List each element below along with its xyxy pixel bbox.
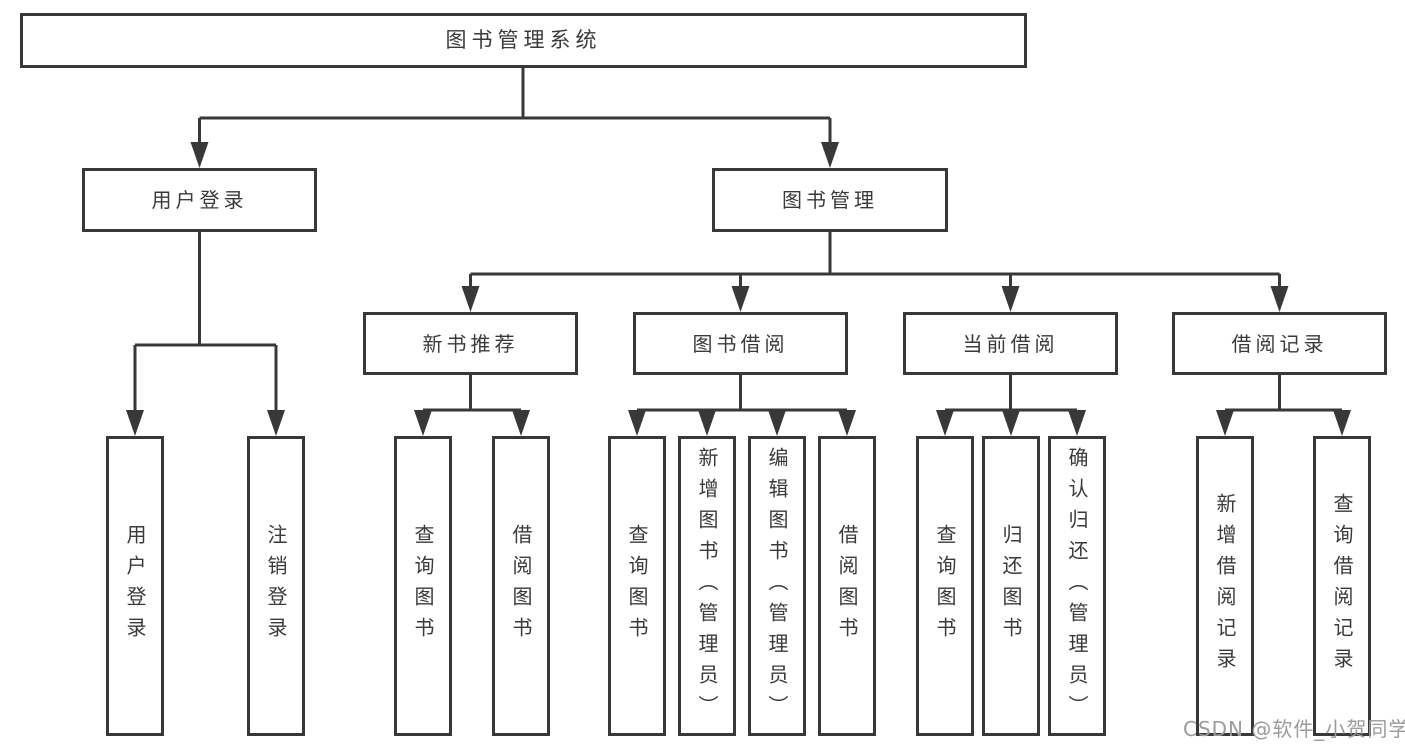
node-label: 查询图书 bbox=[411, 524, 435, 648]
leaf-logout: 注销登录 bbox=[247, 436, 305, 736]
node-label: 借阅图书 bbox=[835, 524, 859, 648]
node-label: 借阅记录 bbox=[1231, 331, 1328, 356]
connector-arrowheads bbox=[126, 142, 1351, 436]
node-library-management-system: 图书管理系统 bbox=[20, 13, 1027, 68]
node-label: 确认归还（管理员） bbox=[1065, 446, 1089, 726]
node-label: 用户登录 bbox=[123, 524, 147, 648]
node-label: 图书管理 bbox=[782, 188, 878, 212]
node-label: 图书借阅 bbox=[692, 331, 789, 356]
leaf-query-books-current: 查询图书 bbox=[916, 436, 974, 736]
node-label: 新书推荐 bbox=[422, 331, 519, 356]
leaf-confirm-return-admin: 确认归还（管理员） bbox=[1048, 436, 1106, 736]
node-label: 新增借阅记录 bbox=[1213, 493, 1237, 679]
leaf-add-book-admin: 新增图书（管理员） bbox=[678, 436, 736, 736]
node-label: 查询图书 bbox=[625, 524, 649, 648]
node-book-management: 图书管理 bbox=[712, 168, 948, 232]
node-label: 用户登录 bbox=[151, 188, 248, 212]
leaf-borrow-books-borrowing: 借阅图书 bbox=[818, 436, 876, 736]
node-label: 注销登录 bbox=[264, 524, 288, 648]
node-label: 借阅图书 bbox=[509, 524, 533, 648]
node-label: 图书管理系统 bbox=[445, 28, 602, 52]
leaf-query-borrow-record: 查询借阅记录 bbox=[1313, 436, 1371, 736]
node-label: 归还图书 bbox=[999, 524, 1023, 648]
leaf-return-book: 归还图书 bbox=[982, 436, 1040, 736]
node-current-borrowing: 当前借阅 bbox=[903, 312, 1118, 375]
node-new-book-recommendation: 新书推荐 bbox=[363, 312, 578, 375]
node-label: 编辑图书（管理员） bbox=[765, 446, 789, 726]
leaf-edit-book-admin: 编辑图书（管理员） bbox=[748, 436, 806, 736]
node-user-login: 用户登录 bbox=[82, 168, 317, 232]
node-book-borrowing: 图书借阅 bbox=[633, 312, 848, 375]
leaf-add-borrow-record: 新增借阅记录 bbox=[1196, 436, 1254, 736]
leaf-borrow-books-recommend: 借阅图书 bbox=[492, 436, 550, 736]
node-label: 当前借阅 bbox=[962, 331, 1059, 356]
leaf-user-login: 用户登录 bbox=[106, 436, 164, 736]
leaf-query-books-recommend: 查询图书 bbox=[394, 436, 452, 736]
node-label: 查询图书 bbox=[933, 524, 957, 648]
node-label: 新增图书（管理员） bbox=[695, 446, 719, 726]
connector-lines bbox=[133, 68, 1344, 420]
node-label: 查询借阅记录 bbox=[1330, 493, 1354, 679]
node-borrowing-records: 借阅记录 bbox=[1172, 312, 1387, 375]
csdn-watermark: CSDN @软件_小贺同学 bbox=[1183, 717, 1405, 741]
leaf-query-books-borrowing: 查询图书 bbox=[608, 436, 666, 736]
